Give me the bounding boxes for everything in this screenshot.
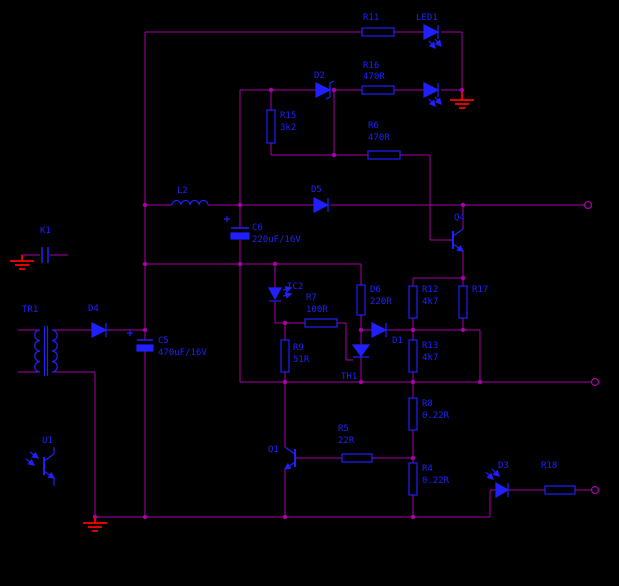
label-r17-name: R17: [472, 285, 488, 295]
resistor-r16[interactable]: [361, 85, 395, 95]
label-r8-value: 0.22R: [422, 411, 450, 421]
wire-segment: [52, 371, 96, 517]
output-terminal[interactable]: [583, 200, 593, 210]
label-r7-name: R7: [306, 293, 317, 303]
diode-d5[interactable]: [313, 197, 330, 213]
label-r15-name: R15: [280, 111, 296, 121]
photodiode-d3[interactable]: [485, 468, 510, 499]
inductor-l2[interactable]: [171, 199, 209, 206]
label-r9-value: 51R: [293, 355, 310, 365]
label-d1-name: D1: [392, 336, 403, 346]
junction-dots: [92, 87, 483, 520]
transformer-tr1[interactable]: [34, 326, 58, 376]
labels: R11 LED1 R16 470R D2 R15 3k2 R6 470R L2 …: [22, 13, 557, 486]
label-c5-name: C5: [158, 336, 169, 346]
output-terminal[interactable]: [590, 377, 600, 387]
components: [25, 24, 576, 499]
resistor-r18[interactable]: [544, 485, 576, 495]
wire-segment: [274, 264, 305, 340]
label-u1-name: U1: [42, 436, 53, 446]
resistor-r6[interactable]: [367, 150, 401, 160]
label-r8-name: R8: [422, 399, 433, 409]
optocoupler-led-ic2[interactable]: [267, 286, 293, 302]
wire-segment: [145, 31, 463, 92]
label-r18-name: R18: [541, 461, 557, 471]
label-r4-name: R4: [422, 464, 433, 474]
label-r12-name: R12: [422, 285, 438, 295]
label-d5-name: D5: [311, 185, 322, 195]
label-r4-value: 0.22R: [422, 476, 450, 486]
label-r9-name: R9: [293, 343, 304, 353]
resistor-d6[interactable]: [356, 284, 366, 316]
capacitor-c6[interactable]: [224, 216, 250, 240]
label-d6-value: 220R: [370, 297, 392, 307]
wire-segment: [18, 329, 40, 373]
label-k1-name: K1: [40, 226, 51, 236]
label-th1-name: TH1: [341, 372, 357, 382]
ground-icon: [10, 255, 34, 270]
resistor-r7[interactable]: [304, 318, 338, 328]
label-q4-name: Q4: [454, 213, 465, 223]
thyristor-th1[interactable]: [351, 344, 371, 358]
label-r16-name: R16: [363, 61, 379, 71]
capacitor-c5[interactable]: [127, 330, 154, 352]
label-r7-value: 100R: [306, 305, 328, 315]
diode-d1[interactable]: [371, 322, 388, 338]
ground-symbols: [10, 92, 474, 532]
ground-icon: [450, 92, 474, 109]
wire-segment: [145, 263, 362, 285]
capacitor-k1[interactable]: [41, 247, 49, 263]
label-c5-value: 470uF/16V: [158, 348, 207, 358]
zener-diode-d2[interactable]: [315, 80, 335, 100]
wire-segment: [240, 89, 462, 155]
ground-icon: [83, 517, 107, 532]
label-d3-name: D3: [498, 461, 509, 471]
terminals: [583, 200, 600, 495]
label-r15-value: 3k2: [280, 123, 296, 133]
wire-segment: [270, 90, 368, 156]
label-r5-name: R5: [338, 424, 349, 434]
label-d6-name: D6: [370, 285, 381, 295]
label-c6-value: 220uF/16V: [252, 235, 301, 245]
label-r12-value: 4k7: [422, 297, 438, 307]
resistor-r9[interactable]: [280, 339, 290, 373]
label-r13-value: 4k7: [422, 353, 438, 363]
label-q1-name: Q1: [268, 445, 279, 455]
wire-segment: [400, 154, 452, 241]
transistor-q4[interactable]: [452, 228, 465, 252]
wires: [18, 31, 591, 518]
label-ic2-name: IC2: [287, 282, 303, 292]
led-led2[interactable]: [423, 82, 442, 108]
phototransistor-u1[interactable]: [25, 447, 56, 486]
label-d2-name: D2: [314, 71, 325, 81]
resistor-r17[interactable]: [458, 285, 468, 319]
label-r5-value: 22R: [338, 436, 355, 446]
label-d4-name: D4: [88, 304, 99, 314]
label-led1-name: LED1: [416, 13, 438, 23]
label-r11-name: R11: [363, 13, 379, 23]
transistor-q1[interactable]: [283, 446, 296, 470]
resistor-r11[interactable]: [361, 27, 395, 37]
diode-d4[interactable]: [91, 322, 108, 338]
label-r16-value: 470R: [363, 72, 385, 82]
label-r13-name: R13: [422, 341, 438, 351]
resistor-r4[interactable]: [408, 462, 418, 496]
resistor-r13[interactable]: [408, 339, 418, 373]
label-r6-value: 470R: [368, 133, 390, 143]
label-r6-name: R6: [368, 121, 379, 131]
wire-segment: [412, 205, 464, 286]
output-terminal[interactable]: [590, 485, 600, 495]
led-led1[interactable]: [423, 24, 442, 50]
label-l2-name: L2: [177, 186, 188, 196]
resistor-r15[interactable]: [266, 109, 276, 144]
resistor-r12[interactable]: [408, 285, 418, 319]
label-tr1-name: TR1: [22, 305, 38, 315]
label-c6-name: C6: [252, 223, 263, 233]
wire-segment: [95, 489, 496, 518]
resistor-r5[interactable]: [341, 453, 373, 463]
wire-segment: [337, 322, 353, 361]
resistor-r8[interactable]: [408, 397, 418, 431]
